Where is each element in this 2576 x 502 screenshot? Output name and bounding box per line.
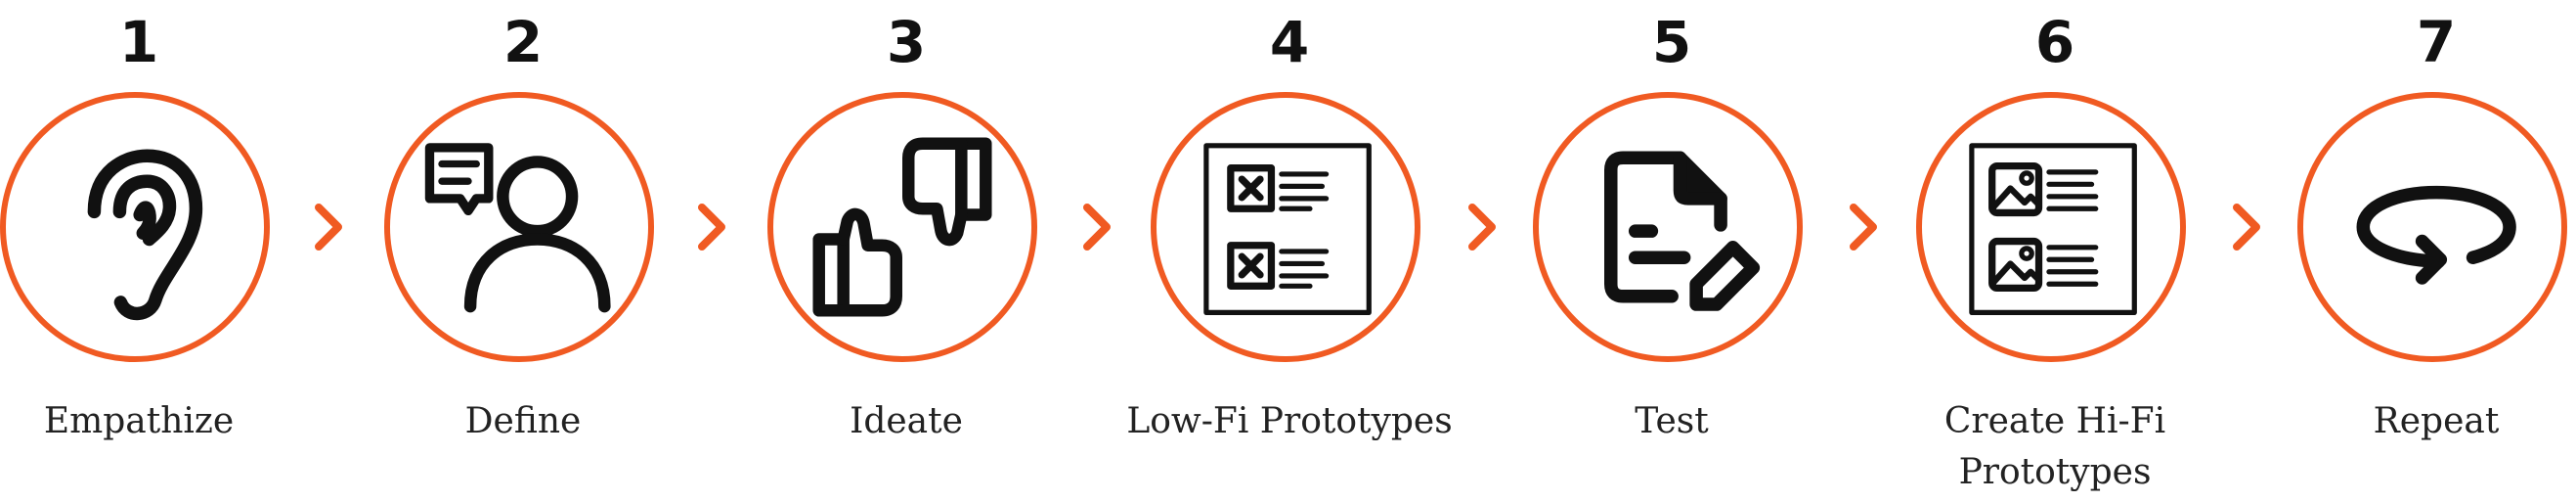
step-4: 4 Low-Fi Prototypes	[1113, 0, 1465, 502]
step-circle	[1151, 92, 1420, 362]
step-number: 7	[2416, 9, 2457, 75]
thumbs-up-down-icon	[812, 137, 992, 317]
step-label: Empathize	[43, 401, 235, 441]
step-number: 2	[502, 9, 544, 75]
ear-icon	[87, 149, 203, 321]
step-circle	[384, 92, 654, 362]
step-label: Create Hi-Fi Prototypes	[1943, 401, 2166, 492]
chevron-right-icon	[1083, 204, 1111, 251]
wireframe-icon	[1203, 143, 1372, 315]
step-circle	[0, 92, 270, 362]
repeat-loop-icon	[2356, 185, 2516, 285]
step-number: 6	[2034, 9, 2075, 75]
step-number: 4	[1269, 9, 1310, 75]
step-label: Define	[464, 401, 582, 441]
step-7: 7 Repeat	[2260, 0, 2576, 502]
step-6: 6 Create Hi-Fi Prototypes	[1879, 0, 2231, 502]
step-label: Ideate	[850, 401, 963, 441]
chevron-right-icon	[698, 204, 725, 251]
step-circle	[1533, 92, 1803, 362]
step-label: Repeat	[2373, 401, 2500, 441]
step-circle	[1916, 92, 2186, 362]
user-speech-icon	[424, 143, 611, 313]
step-number: 3	[886, 9, 927, 75]
step-number: 1	[118, 9, 159, 75]
step-circle	[2297, 92, 2567, 362]
step-5: 5 Test	[1496, 0, 1848, 502]
step-circle	[767, 92, 1037, 362]
step-label: Test	[1635, 401, 1709, 441]
step-3: 3 Ideate	[730, 0, 1082, 502]
document-edit-icon	[1604, 151, 1761, 311]
step-label: Low-Fi Prototypes	[1126, 401, 1453, 441]
hifi-mockup-icon	[1969, 143, 2137, 315]
chevron-right-icon	[315, 204, 342, 251]
step-number: 5	[1651, 9, 1692, 75]
step-2: 2 Define	[347, 0, 699, 502]
chevron-right-icon	[1850, 204, 1877, 251]
chevron-right-icon	[1468, 204, 1496, 251]
step-1: 1 Empathize	[0, 0, 315, 502]
chevron-right-icon	[2233, 204, 2260, 251]
